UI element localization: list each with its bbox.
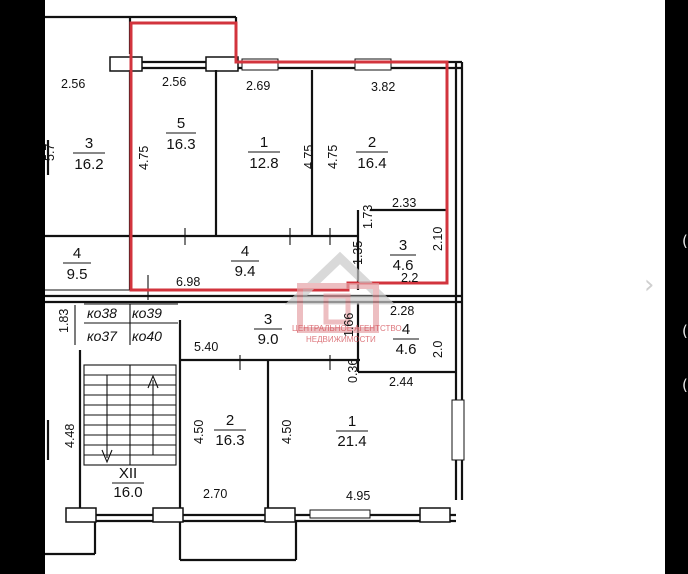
dimension: 2.44 xyxy=(389,375,413,389)
room-number: 3 xyxy=(264,311,272,328)
side-fragment: ( xyxy=(682,232,688,250)
room-labels: 5 16.3 1 12.8 2 16.4 3 16.2 4 9.5 4 9.4 … xyxy=(63,115,419,501)
dimension: 0.36 xyxy=(346,359,360,383)
room-number: 2 xyxy=(368,134,376,151)
room-number: 4 xyxy=(73,245,81,262)
dimension: 1.73 xyxy=(361,205,375,229)
watermark-line2: НЕДВИЖИМОСТИ xyxy=(306,335,376,344)
room-number: XII xyxy=(119,465,137,482)
dimension: 4.75 xyxy=(302,145,316,169)
dimension: 2.28 xyxy=(390,304,414,318)
room-area: 21.4 xyxy=(337,433,366,450)
dimension: 2.33 xyxy=(392,196,416,210)
dimension: 4.50 xyxy=(192,420,206,444)
cabinet-label: ко38 xyxy=(87,305,117,321)
room-number: 1 xyxy=(260,134,268,151)
dimension: 5.40 xyxy=(194,340,218,354)
dimension-labels: 2.56 2.56 2.69 3.82 5.7 4.75 4.75 4.75 2… xyxy=(43,75,445,503)
cabinet-labels: ко38 ко39 ко37 ко40 xyxy=(84,303,178,345)
dimension: 2.2 xyxy=(401,271,418,285)
cabinet-label: ко37 xyxy=(87,328,118,344)
room-area: 16.3 xyxy=(215,432,244,449)
dimension: 1.83 xyxy=(57,309,71,333)
walls xyxy=(45,15,465,562)
room-number: 4 xyxy=(241,243,249,260)
room-area: 12.8 xyxy=(249,155,278,172)
dimension: 4.75 xyxy=(137,146,151,170)
room-number: 3 xyxy=(85,135,93,152)
side-fragment: ( xyxy=(682,322,688,340)
room-area: 16.4 xyxy=(357,155,386,172)
watermark-line1: ЦЕНТРАЛЬНОЕ АГЕНТСТВО xyxy=(292,324,402,333)
dimension: 2.56 xyxy=(61,77,85,91)
room-area: 9.0 xyxy=(258,331,279,348)
dimension: 1.35 xyxy=(351,241,365,265)
room-area: 16.3 xyxy=(166,136,195,153)
dimension: 2.69 xyxy=(246,79,270,93)
dimension: 2.10 xyxy=(431,227,445,251)
room-area: 4.6 xyxy=(393,257,414,274)
stairwell xyxy=(83,364,177,466)
dimension: 4.95 xyxy=(346,489,370,503)
side-fragment: ( xyxy=(682,376,688,394)
room-number: 3 xyxy=(399,237,407,254)
room-number: 5 xyxy=(177,115,185,132)
dimension: 2.70 xyxy=(203,487,227,501)
room-area: 9.4 xyxy=(235,263,256,280)
cabinet-label: ко39 xyxy=(132,305,162,321)
room-area: 4.6 xyxy=(396,341,417,358)
dimension: 5.7 xyxy=(43,144,57,161)
dimension: 4.50 xyxy=(280,420,294,444)
dimension: 3.82 xyxy=(371,80,395,94)
dimension: 1.66 xyxy=(342,313,356,337)
dimension: 4.75 xyxy=(326,145,340,169)
dimension: 4.48 xyxy=(63,424,77,448)
room-area: 9.5 xyxy=(67,266,88,283)
room-area: 16.2 xyxy=(74,156,103,173)
watermark xyxy=(284,251,396,333)
next-arrow-icon[interactable]: › xyxy=(644,270,655,300)
dimension: 2.0 xyxy=(431,341,445,358)
dimension: 2.56 xyxy=(162,75,186,89)
room-number: 1 xyxy=(348,413,356,430)
cabinet-label: ко40 xyxy=(132,328,162,344)
dimension: 6.98 xyxy=(176,275,200,289)
room-number: 4 xyxy=(402,321,410,338)
room-area: 16.0 xyxy=(113,484,142,501)
highlighted-apartment-outline xyxy=(129,21,449,292)
room-number: 2 xyxy=(226,412,234,429)
